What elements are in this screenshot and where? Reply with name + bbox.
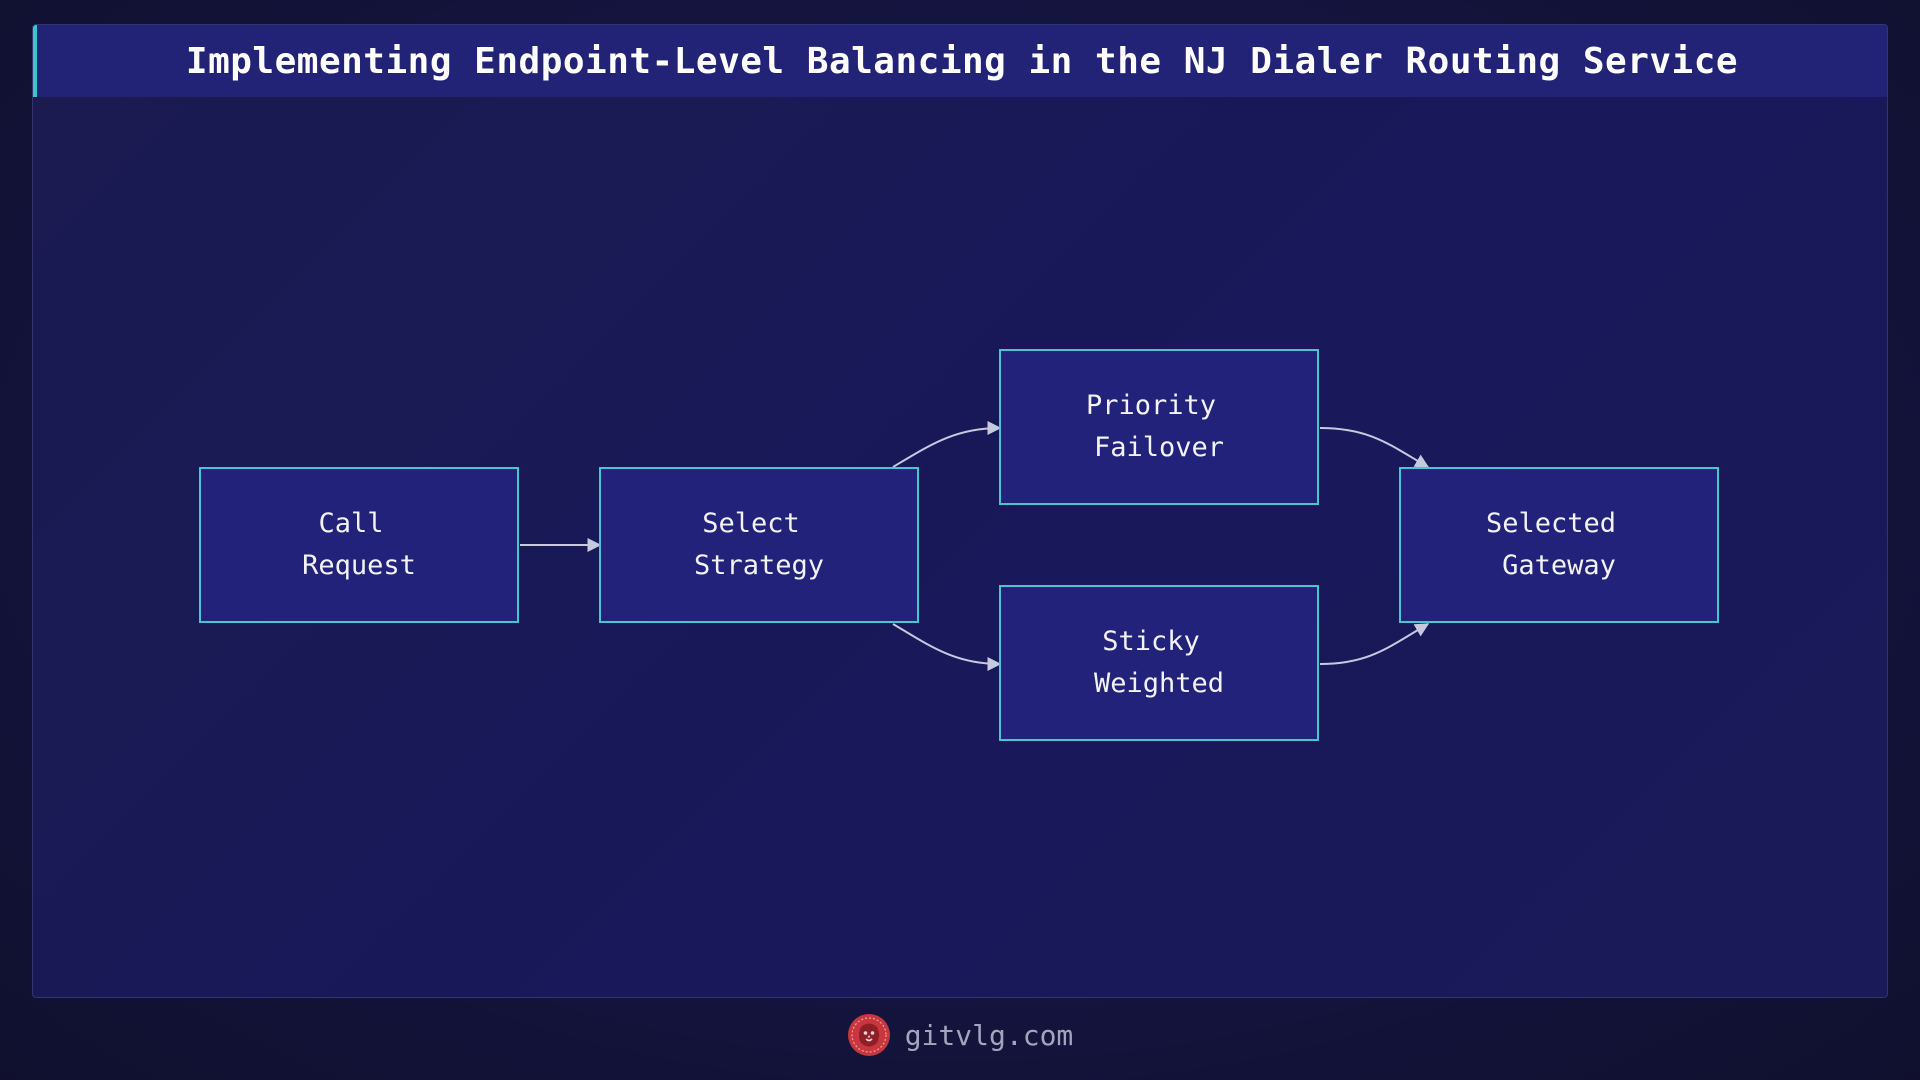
node-priority-failover-line1: Priority bbox=[1085, 390, 1217, 421]
footer: gitvlg.com bbox=[0, 1010, 1920, 1060]
node-sticky-weighted-line1: Sticky bbox=[1102, 626, 1200, 657]
node-call-request-line2: Request bbox=[302, 550, 416, 581]
node-call-request: Call Request bbox=[199, 467, 519, 623]
node-selected-gateway-line2: Gateway bbox=[1502, 550, 1616, 581]
node-select-strategy-line2: Strategy bbox=[693, 550, 825, 581]
lion-logo-icon bbox=[847, 1014, 890, 1056]
node-sticky-weighted: Sticky Weighted bbox=[999, 585, 1319, 741]
node-selected-gateway-line1: Selected bbox=[1485, 508, 1617, 539]
node-call-request-line1: Call bbox=[318, 508, 384, 539]
edge-priority-failover-to-selected-gateway bbox=[1319, 427, 1430, 468]
node-priority-failover: Priority Failover bbox=[999, 349, 1319, 505]
node-sticky-weighted-line2: Weighted bbox=[1093, 668, 1225, 699]
node-selected-gateway: Selected Gateway bbox=[1399, 467, 1719, 623]
node-select-strategy-line1: Select bbox=[702, 508, 800, 539]
footer-site-link[interactable]: gitvlg.com bbox=[904, 1018, 1074, 1052]
node-select-strategy: Select Strategy bbox=[599, 467, 919, 623]
title-bar: Implementing Endpoint-Level Balancing in… bbox=[33, 25, 1887, 97]
node-priority-failover-line2: Failover bbox=[1093, 432, 1225, 463]
edge-sticky-weighted-to-selected-gateway bbox=[1319, 623, 1430, 665]
edge-select-strategy-to-sticky-weighted bbox=[892, 623, 1002, 671]
edge-select-strategy-to-priority-failover bbox=[892, 421, 1002, 468]
page-title: Implementing Endpoint-Level Balancing in… bbox=[185, 40, 1739, 82]
